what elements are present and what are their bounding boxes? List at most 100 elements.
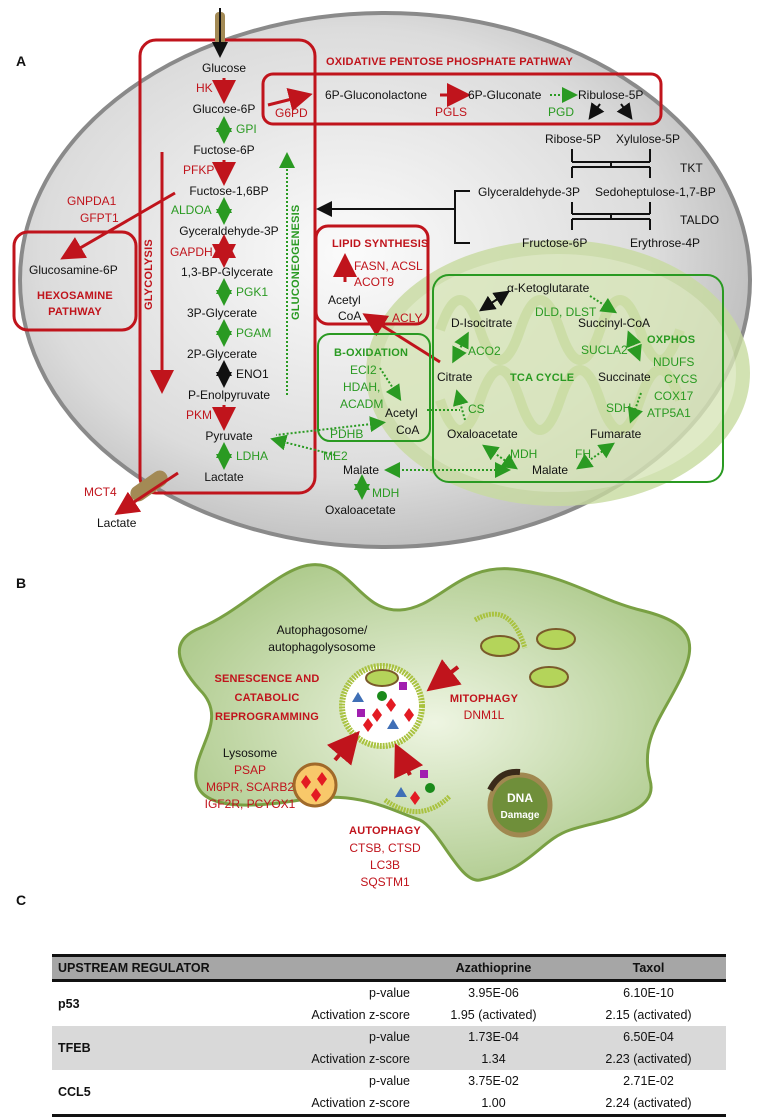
ppp-title: OXIDATIVE PENTOSE PHOSPHATE PATHWAY	[326, 56, 573, 68]
enzyme-gfpt1: GFPT1	[80, 211, 119, 225]
enzyme-g6pd: G6PD	[275, 106, 308, 120]
metric-label: p-value	[369, 1074, 410, 1088]
metric-label: Activation z-score	[311, 1008, 410, 1022]
fh-arrow	[576, 442, 615, 470]
oxphos-title: OXPHOS	[647, 334, 695, 346]
beta-oxidation-box	[317, 333, 431, 442]
metabolite-oxaloacetate-cyto: Oxaloacetate	[325, 503, 396, 517]
autophagosome-label-line1: Autophagosome/	[277, 623, 368, 637]
taxol-pvalue: 6.50E-04	[571, 1026, 726, 1048]
enzyme-aldoa: ALDOA	[171, 203, 212, 217]
metabolite-fructose-16bp: Fuctose-1,6BP	[189, 184, 268, 198]
autophagy-arrow	[394, 743, 424, 779]
mitochondria-icons	[473, 611, 576, 688]
mdh-mito-arrow	[482, 444, 518, 470]
enzyme-ldha: LDHA	[236, 449, 268, 463]
metabolite-glucosamine-6p: Glucosamine-6P	[29, 263, 118, 277]
table-row: p53 p-value 3.95E-06 6.10E-10	[52, 981, 726, 1011]
metabolite-fructose-6p: Fuctose-6P	[193, 143, 254, 157]
oxphos-atp5a1: ATP5A1	[647, 406, 691, 420]
enzyme-mdh-mito: MDH	[510, 447, 537, 461]
metabolite-malate-cyto: Malate	[343, 463, 379, 477]
mitophagy-arrow	[426, 659, 462, 692]
mitophagy-title: MITOPHAGY	[450, 693, 519, 705]
enzyme-acot9: ACOT9	[354, 275, 394, 289]
enzyme-sucla2: SUCLA2	[581, 343, 628, 357]
idh-arrow	[479, 290, 510, 312]
metabolite-oxaloacetate-mito: Oxaloacetate	[447, 427, 518, 441]
glucose-transporter-icon	[212, 8, 228, 58]
enzyme-dld-dlst: DLD, DLST	[535, 305, 597, 319]
metabolite-fumarate: Fumarate	[590, 427, 642, 441]
hexosamine-arrow	[60, 191, 176, 260]
ribulose-split-right	[616, 102, 633, 120]
tca-cycle-box	[432, 274, 724, 483]
enzyme-taldo: TALDO	[680, 213, 719, 227]
taxol-zscore: 2.24 (activated)	[605, 1096, 692, 1110]
metric-label: p-value	[369, 986, 410, 1000]
enzyme-pkm: PKM	[186, 408, 212, 422]
tca-cycle-title: TCA CYCLE	[510, 372, 574, 384]
table-header-row: UPSTREAM REGULATOR Azathioprine Taxol	[52, 955, 726, 982]
akg-dh-arrow	[589, 295, 618, 314]
enzyme-pgam: PGAM	[236, 326, 271, 340]
upstream-regulator-table: UPSTREAM REGULATOR Azathioprine Taxol p5…	[52, 954, 726, 1117]
hexosamine-box	[12, 230, 138, 332]
metabolite-pyruvate: Pyruvate	[205, 429, 253, 443]
metabolite-2p-glycerate: 2P-Glycerate	[187, 347, 257, 361]
taxol-pvalue: 6.10E-10	[623, 986, 674, 1000]
tkt-reaction-lines	[571, 149, 651, 178]
taldo-reaction-lines	[571, 202, 651, 230]
metabolite-3p-glycerate: 3P-Glycerate	[187, 306, 257, 320]
metric-label: Activation z-score	[254, 1048, 416, 1070]
metabolite-succinylcoa: Succinyl-CoA	[578, 316, 650, 330]
ribulose-split-left	[588, 102, 605, 120]
enzyme-pgk1: PGK1	[236, 285, 268, 299]
enzyme-acadm: ACADM	[340, 397, 383, 411]
enzyme-hk: HK	[196, 81, 213, 95]
oxphos-cycs: CYCS	[664, 372, 697, 386]
dna-damage-line2: Damage	[501, 810, 540, 821]
transporter-mct4: MCT4	[84, 485, 117, 499]
autophagy-genes-ctsb: CTSB, CTSD	[349, 841, 421, 855]
metric-label: Activation z-score	[311, 1096, 410, 1110]
metabolite-isocitrate: D-Isocitrate	[451, 316, 513, 330]
metabolite-citrate: Citrate	[437, 370, 473, 384]
header-upstream-regulator: UPSTREAM REGULATOR	[52, 955, 254, 982]
enzyme-gnpda1: GNPDA1	[67, 194, 117, 208]
ppp-return-arrow	[322, 190, 470, 244]
header-azathioprine: Azathioprine	[416, 955, 571, 982]
autophagosome-label-line2: autophagolysosome	[268, 640, 376, 654]
beta-acetyl-line2: CoA	[396, 423, 419, 437]
enzyme-aco2: ACO2	[468, 344, 501, 358]
autophagy-title: AUTOPHAGY	[349, 825, 421, 837]
header-taxol: Taxol	[571, 955, 726, 982]
lysosome-title: Lysosome	[223, 746, 278, 760]
metabolite-glucose: Glucose	[202, 61, 246, 75]
lysosome-genes-m6pr: M6PR, SCARB2	[206, 780, 294, 794]
enzyme-fh: FH	[575, 447, 591, 461]
phagophore-icon	[383, 770, 452, 815]
metabolite-glyceraldehyde-3p-ppp: Glyceraldehyde-3P	[478, 185, 580, 199]
dna-damage-line1: DNA	[507, 791, 533, 805]
metabolite-13bp-glycerate: 1,3-BP-Glycerate	[181, 265, 273, 279]
senescence-line2: CATABOLIC	[235, 692, 300, 704]
enzyme-pfkp: PFKP	[183, 163, 214, 177]
cs-arrow	[452, 389, 469, 421]
enzyme-sdh: SDH	[606, 401, 631, 415]
metabolite-akg: α-Ketoglutarate	[507, 281, 590, 295]
g6pd-arrow	[267, 87, 313, 112]
enzymes-fasn-acsl: FASN, ACSL	[354, 259, 423, 273]
regulator-name: CCL5	[58, 1085, 91, 1099]
enzyme-me2: ME2	[323, 449, 348, 463]
beta-ox-arrow	[379, 367, 402, 402]
table-row: Activation z-score 1.34 2.23 (activated)	[52, 1048, 726, 1070]
acly-arrow	[362, 313, 441, 364]
metabolite-xylulose-5p: Xylulose-5P	[616, 132, 680, 146]
oxphos-cox17: COX17	[654, 389, 694, 403]
enzyme-pgd: PGD	[548, 105, 574, 119]
senescence-line1: SENESCENCE AND	[214, 673, 319, 685]
regulator-name: p53	[58, 997, 80, 1011]
enzyme-tkt: TKT	[680, 161, 703, 175]
